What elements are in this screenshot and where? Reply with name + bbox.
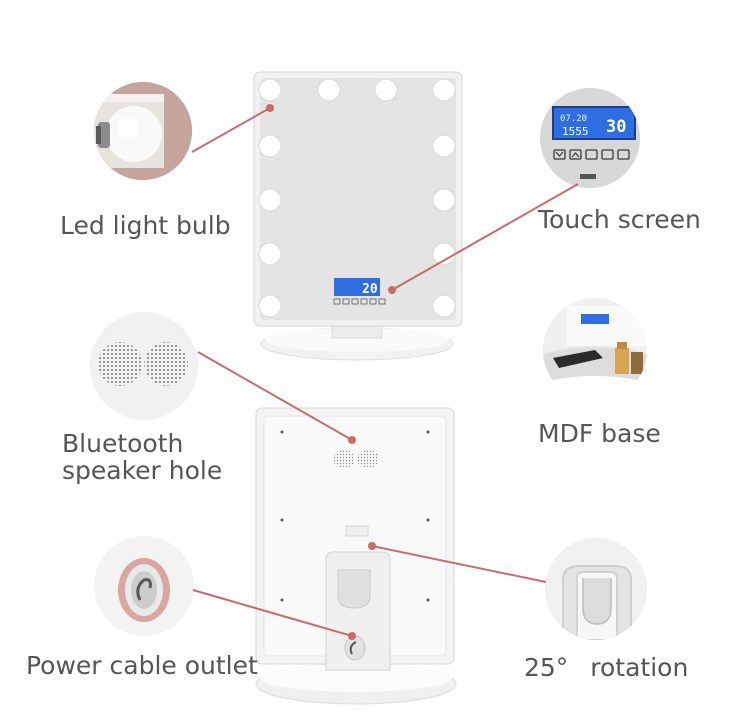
mdf-base-text: MDF base bbox=[538, 419, 661, 448]
closeup-time: 1555 bbox=[562, 125, 589, 138]
bluetooth-line2: speaker hole bbox=[62, 456, 223, 485]
led-bulb-closeup bbox=[94, 82, 192, 180]
mdf-base-closeup bbox=[543, 298, 647, 402]
bluetooth-line1: Bluetooth bbox=[62, 429, 184, 458]
touch-screen-text: Touch screen bbox=[538, 205, 701, 234]
rotation-label: 25° rotation bbox=[524, 654, 688, 681]
rotation-value: 25° bbox=[524, 653, 569, 682]
power-outlet-label: Power cable outlet bbox=[26, 652, 258, 679]
touch-screen-label: Touch screen bbox=[538, 206, 701, 233]
rotation-word: rotation bbox=[590, 653, 689, 682]
bluetooth-label: Bluetooth speaker hole bbox=[62, 430, 222, 484]
led-bulb-text: Led light bulb bbox=[60, 211, 231, 240]
power-outlet-closeup bbox=[94, 536, 194, 636]
closeup-date: 07.20 bbox=[560, 114, 587, 124]
closeup-temp: 30 bbox=[606, 117, 626, 137]
front-display-temp: 20 bbox=[362, 282, 378, 297]
rotation-closeup bbox=[545, 538, 647, 640]
power-outlet-text: Power cable outlet bbox=[26, 651, 258, 680]
mdf-base-label: MDF base bbox=[538, 420, 661, 447]
touch-screen-closeup: 07.20 1555 30 bbox=[540, 88, 640, 188]
speaker-closeup bbox=[90, 312, 198, 420]
led-bulb-label: Led light bulb bbox=[60, 212, 231, 239]
